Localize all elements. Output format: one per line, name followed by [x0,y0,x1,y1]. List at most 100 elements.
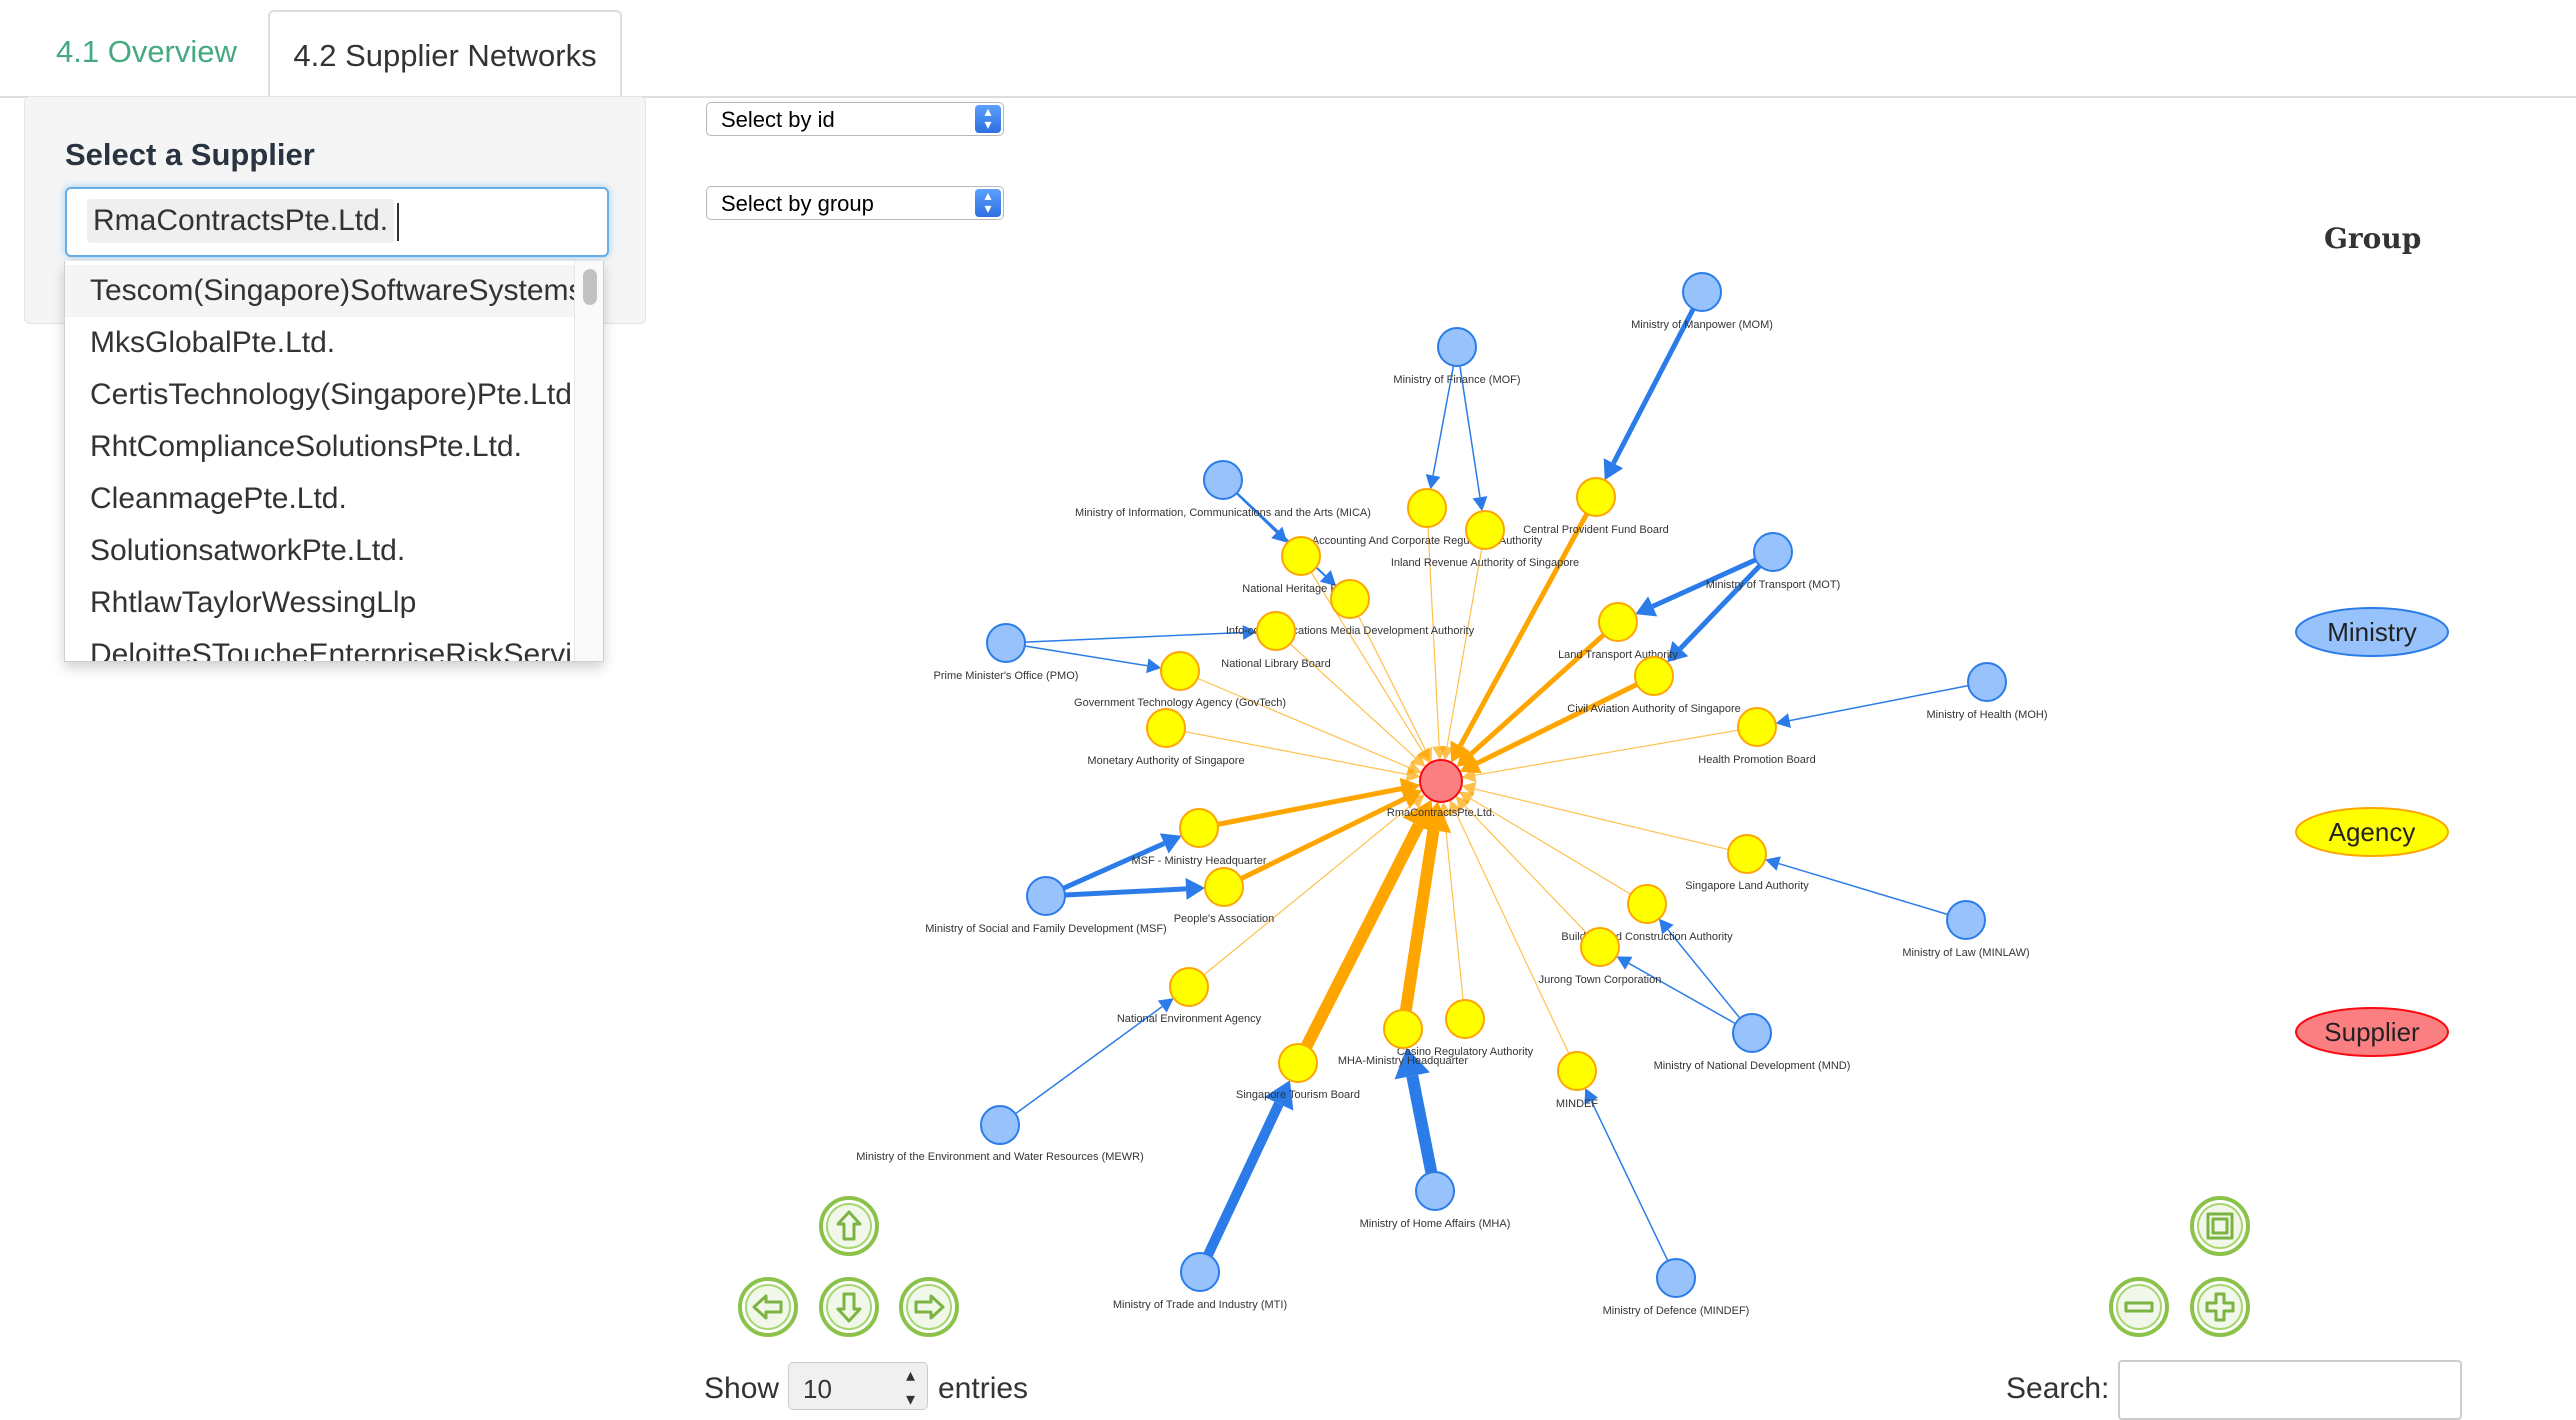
node-ministry[interactable] [1656,1258,1696,1298]
page-length-select[interactable]: 10 ▴▾ [788,1362,928,1410]
pan-down-icon[interactable] [819,1277,879,1337]
node-label: Ministry of Defence (MINDEF) [1603,1305,1750,1317]
network-edge [1024,645,1148,667]
node-agency[interactable] [1634,656,1674,696]
node-label: Ministry of Health (MOH) [1926,709,2047,721]
node-agency[interactable] [1727,834,1767,874]
node-supplier[interactable] [1419,759,1463,803]
node-label: Jurong Town Corporation [1539,974,1662,986]
text-cursor [397,203,399,241]
edge-arrowhead [1603,458,1624,481]
node-label: MINDEF [1556,1098,1598,1110]
dropdown-option[interactable]: RhtlawTaylorWessingLlp [90,586,417,619]
network-edge [1789,684,1969,722]
tab-supplier-networks[interactable]: 4.2 Supplier Networks [268,10,622,98]
node-label: Accounting And Corporate Regulatory Auth… [1312,535,1543,547]
edge-arrowhead [1410,752,1426,767]
node-agency[interactable] [1576,477,1616,517]
node-agency[interactable] [1160,651,1200,691]
node-ministry[interactable] [1682,272,1722,312]
supplier-dropdown[interactable]: Tescom(Singapore)SoftwareSystemsT MksGlo… [64,261,604,662]
node-label: Health Promotion Board [1698,754,1815,766]
network-edge [1678,563,1762,651]
node-ministry[interactable] [1732,1013,1772,1053]
node-label: Prime Minister's Office (PMO) [934,670,1079,682]
node-agency[interactable] [1146,708,1186,748]
legend-supplier [2295,1007,2449,1057]
node-agency[interactable] [1445,999,1485,1039]
node-agency[interactable] [1598,602,1638,642]
dropdown-option[interactable]: SolutionsatworkPte.Ltd. [90,534,406,567]
node-ministry[interactable] [980,1105,1020,1145]
node-ministry[interactable] [1753,532,1793,572]
node-agency[interactable] [1465,510,1505,550]
network-edge [1357,615,1427,751]
zoom-in-icon[interactable] [2190,1277,2250,1337]
network-edge [1217,786,1403,827]
search-input[interactable] [2118,1360,2462,1420]
network-edge [1062,841,1166,891]
node-label: Government Technology Agency (GovTech) [1074,697,1286,709]
node-agency[interactable] [1627,884,1667,924]
node-ministry[interactable] [1026,876,1066,916]
network-edge [1310,571,1424,752]
network-edge [1406,1074,1438,1174]
node-ministry[interactable] [1437,327,1477,367]
legend-ministry [2295,607,2449,657]
pan-right-icon[interactable] [899,1277,959,1337]
tab-overview[interactable]: 4.1 Overview [56,34,237,69]
dropdown-option[interactable]: CleanmagePte.Ltd. [90,482,347,515]
node-agency[interactable] [1557,1051,1597,1091]
select-by-group[interactable]: Select by group ▴▾ [706,186,1004,220]
node-agency[interactable] [1204,867,1244,907]
network-edge [1197,677,1410,769]
zoom-out-icon[interactable] [2109,1277,2169,1337]
select-by-id[interactable]: Select by id ▴▾ [706,102,1004,136]
node-agency[interactable] [1278,1043,1318,1083]
network-edge [1470,798,1631,895]
node-agency[interactable] [1179,808,1219,848]
network-edge [1457,512,1590,748]
network-edge [1475,729,1739,776]
node-ministry[interactable] [986,623,1026,663]
pan-up-icon[interactable] [819,1196,879,1256]
node-agency[interactable] [1256,611,1296,651]
node-ministry[interactable] [1203,460,1243,500]
node-agency[interactable] [1580,927,1620,967]
node-agency[interactable] [1169,967,1209,1007]
node-agency[interactable] [1330,579,1370,619]
dropdown-option[interactable]: RhtComplianceSolutionsPte.Ltd. [90,430,522,463]
dropdown-option[interactable]: Tescom(Singapore)SoftwareSystemsT [65,265,575,317]
selected-supplier-chip[interactable]: RmaContractsPte.Ltd. [87,199,395,243]
dropdown-scrollbar[interactable] [574,261,603,661]
pan-left-icon[interactable] [738,1277,798,1337]
node-label: RmaContractsPte.Ltd. [1387,807,1495,819]
dropdown-option[interactable]: MksGlobalPte.Ltd. [90,326,336,359]
node-agency[interactable] [1383,1009,1423,1049]
node-ministry[interactable] [1967,662,2007,702]
node-ministry[interactable] [1415,1171,1455,1211]
node-agency[interactable] [1737,707,1777,747]
node-ministry[interactable] [1946,900,1986,940]
node-agency[interactable] [1281,536,1321,576]
edge-arrowhead [1271,526,1288,543]
network-edge [1474,788,1729,851]
edge-arrowhead [1635,596,1658,617]
network-edge [1239,796,1407,881]
edge-arrowhead [1159,833,1182,854]
network-edge [1446,548,1483,747]
node-agency[interactable] [1407,488,1447,528]
dropdown-option[interactable]: CertisTechnology(Singapore)Pte.Ltd. [90,378,575,411]
node-label: Singapore Land Authority [1685,880,1809,892]
node-ministry[interactable] [1180,1252,1220,1292]
supplier-select-input[interactable]: RmaContractsPte.Ltd. [65,187,609,257]
edge-arrowhead [1450,740,1470,763]
edge-arrowhead [1459,753,1482,774]
dropdown-option[interactable]: DeloitteSToucheEnterpriseRiskServi [90,638,572,662]
edge-arrowhead [1584,1088,1599,1105]
dropdown-scrollbar-thumb[interactable] [583,269,597,305]
node-label: National Library Board [1221,658,1330,670]
node-label: Ministry of Manpower (MOM) [1631,319,1773,331]
zoom-fit-icon[interactable] [2190,1196,2250,1256]
